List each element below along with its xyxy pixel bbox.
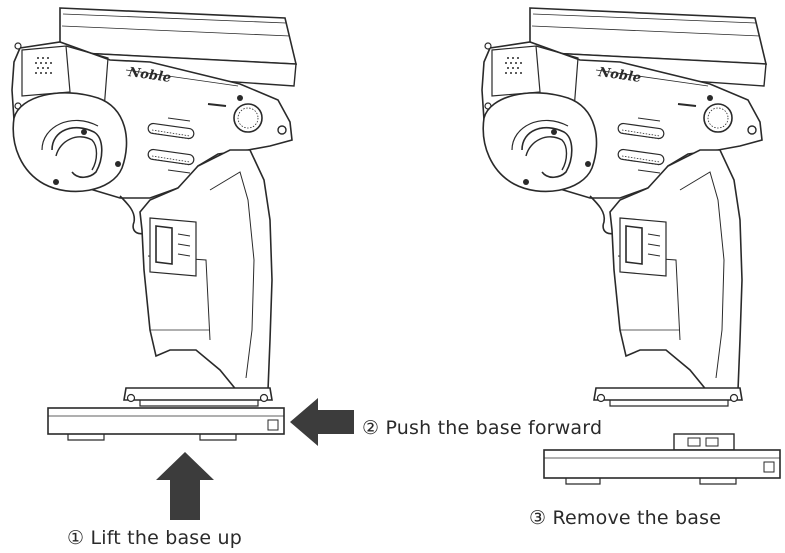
- brand-logo-left: Noble: [126, 65, 172, 86]
- transmitter-base-removed: Noble: [481, 7, 767, 407]
- transmitter-with-base: Noble: [11, 7, 297, 441]
- arrow-up-icon: [156, 452, 214, 520]
- step-2-label: ② Push the base forward: [362, 417, 603, 439]
- brand-logo-right: Noble: [596, 65, 642, 86]
- step-1-label: ① Lift the base up: [67, 527, 243, 549]
- arrow-left-icon: [290, 398, 354, 446]
- step-3-label: ③ Remove the base: [529, 507, 722, 529]
- attached-base: [47, 407, 285, 441]
- detached-base: [543, 433, 781, 485]
